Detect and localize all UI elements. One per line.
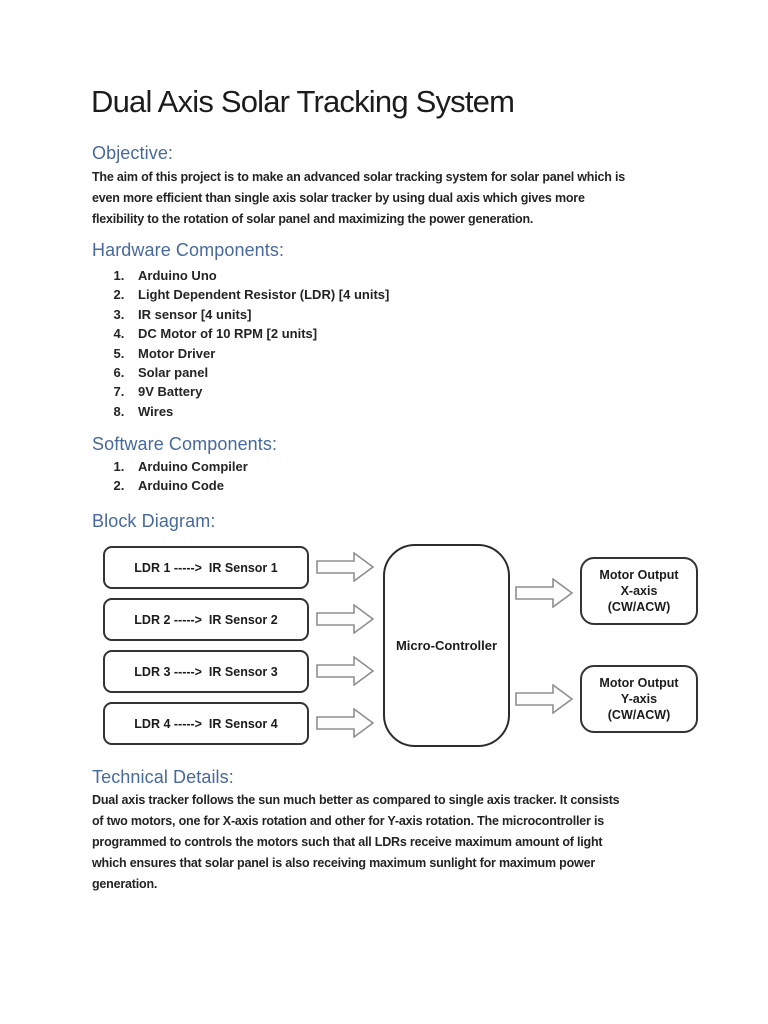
technical-details-heading: Technical Details: [92,767,234,787]
hardware-item: Light Dependent Resistor (LDR) [4 units] [128,285,389,304]
hardware-item: Solar panel [128,363,389,382]
hardware-item: Motor Driver [128,344,389,363]
hardware-item: Arduino Uno [128,266,389,285]
block-arrow-right-icon [316,552,374,582]
hardware-item: Wires [128,402,389,421]
micro-controller-box: Micro-Controller [383,544,510,747]
block-arrow-right-icon [514,684,574,714]
block-arrow-right-icon [316,708,374,738]
motor-output-y-axis-box: Motor Output Y-axis (CW/ACW) [580,665,698,733]
page-title: Dual Axis Solar Tracking System [91,84,515,119]
block-arrow-right-icon [316,656,374,686]
hardware-item: IR sensor [4 units] [128,305,389,324]
block-diagram-heading: Block Diagram: [92,511,216,531]
software-components-heading: Software Components: [92,434,278,454]
block-arrow-right-icon [316,604,374,634]
ldr3-ir-sensor3-box: LDR 3 -----> IR Sensor 3 [103,650,309,693]
hardware-item: 9V Battery [128,382,389,401]
hardware-components-list: Arduino Uno Light Dependent Resistor (LD… [92,266,389,421]
software-item: Arduino Compiler [128,457,248,476]
hardware-item: DC Motor of 10 RPM [2 units] [128,324,389,343]
ldr2-ir-sensor2-box: LDR 2 -----> IR Sensor 2 [103,598,309,641]
objective-heading: Objective: [92,143,174,163]
objective-paragraph: The aim of this project is to make an ad… [92,170,625,226]
ldr1-ir-sensor1-box: LDR 1 -----> IR Sensor 1 [103,546,309,589]
technical-details-paragraph: Dual axis tracker follows the sun much b… [92,793,620,891]
hardware-components-heading: Hardware Components: [92,240,285,260]
block-arrow-right-icon [514,578,574,608]
motor-output-x-axis-box: Motor Output X-axis (CW/ACW) [580,557,698,625]
software-components-list: Arduino Compiler Arduino Code [92,457,248,496]
ldr4-ir-sensor4-box: LDR 4 -----> IR Sensor 4 [103,702,309,745]
software-item: Arduino Code [128,476,248,495]
